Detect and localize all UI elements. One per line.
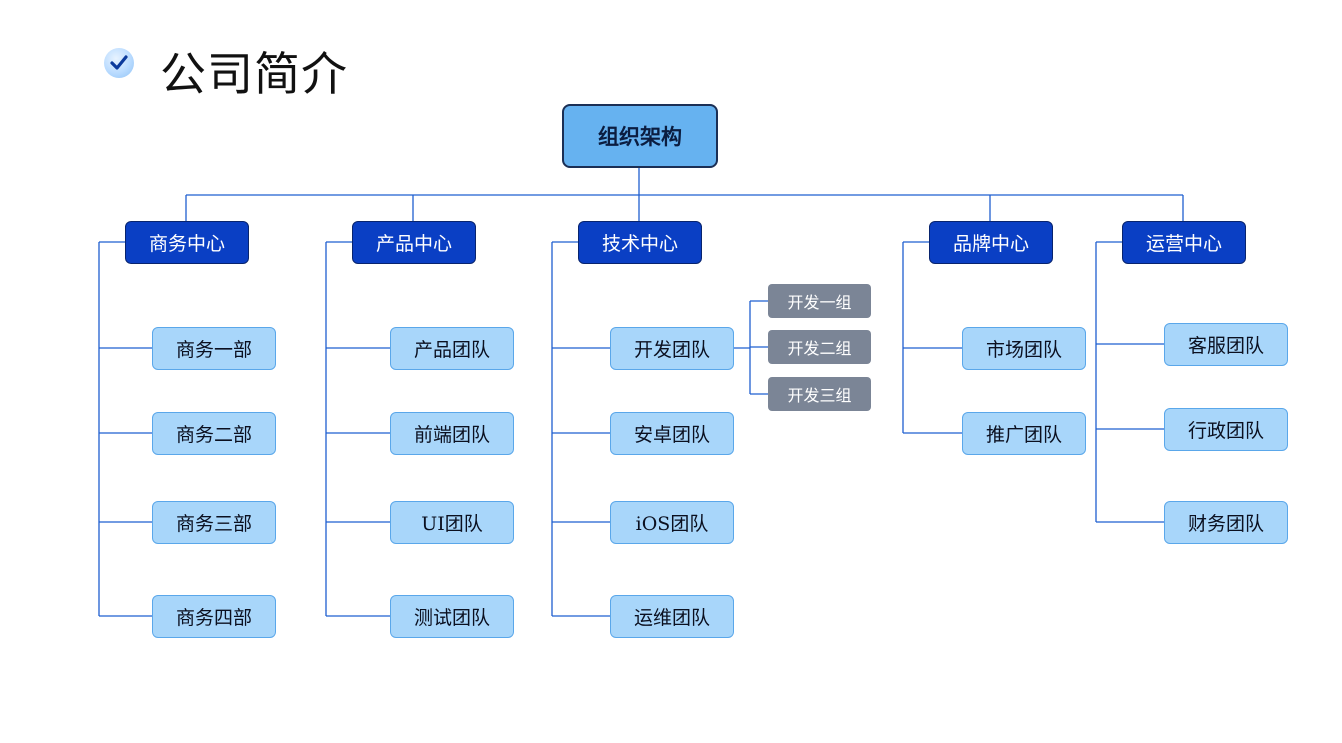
dev-group-node: 开发三组 — [768, 377, 871, 411]
check-icon — [104, 48, 134, 78]
team-node: 推广团队 — [962, 412, 1086, 455]
team-node: 运维团队 — [610, 595, 734, 638]
team-node: 测试团队 — [390, 595, 514, 638]
team-node: 商务三部 — [152, 501, 276, 544]
team-node: UI团队 — [390, 501, 514, 544]
team-node: 产品团队 — [390, 327, 514, 370]
page-title: 公司简介 — [160, 47, 348, 101]
center-node-business: 商务中心 — [125, 221, 249, 264]
team-node: 商务一部 — [152, 327, 276, 370]
dev-group-node: 开发二组 — [768, 330, 871, 364]
team-node: 客服团队 — [1164, 323, 1288, 366]
team-node: 行政团队 — [1164, 408, 1288, 451]
team-node: 前端团队 — [390, 412, 514, 455]
team-node: 开发团队 — [610, 327, 734, 370]
dev-group-node: 开发一组 — [768, 284, 871, 318]
center-node-product: 产品中心 — [352, 221, 476, 264]
center-node-tech: 技术中心 — [578, 221, 702, 264]
org-root-node: 组织架构 — [562, 104, 718, 168]
center-node-brand: 品牌中心 — [929, 221, 1053, 264]
team-node: 商务四部 — [152, 595, 276, 638]
team-node: 商务二部 — [152, 412, 276, 455]
team-node: 安卓团队 — [610, 412, 734, 455]
team-node: iOS团队 — [610, 501, 734, 544]
center-node-operations: 运营中心 — [1122, 221, 1246, 264]
team-node: 市场团队 — [962, 327, 1086, 370]
team-node: 财务团队 — [1164, 501, 1288, 544]
